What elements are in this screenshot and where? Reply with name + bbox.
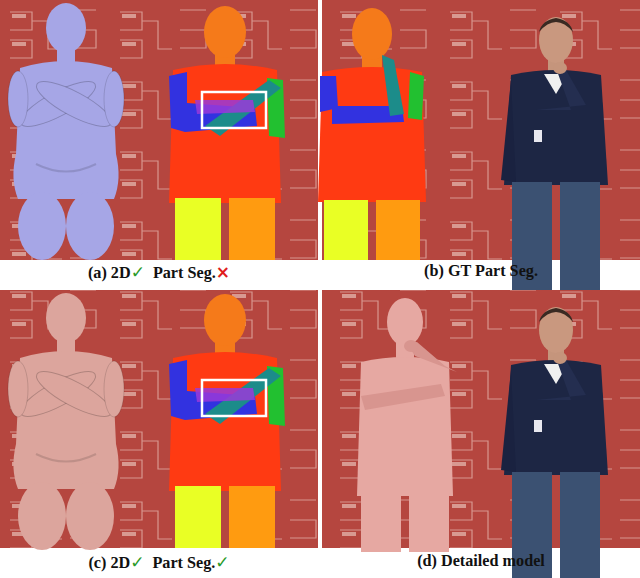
caption-text: (a) 2D [88,264,131,283]
status-mark: ✓ [130,552,144,572]
status-mark: ✓ [215,552,229,572]
status-mark: × [216,262,230,282]
panel-caption: (b) GT Part Seg. [322,262,640,281]
caption-text: (c) 2D [88,554,130,573]
caption-text: (b) GT Part Seg. [424,262,538,281]
panel-caption: (c) 2D✓Part Seg.✓ [0,552,318,573]
caption-text: Part Seg. [152,554,215,573]
status-mark: ✓ [131,262,145,282]
caption-text: Part Seg. [153,264,216,283]
panel-caption: (d) Detailed model [322,552,640,571]
panel-caption: (a) 2D✓ Part Seg.× [0,262,318,283]
caption-text: (d) Detailed model [417,552,545,571]
